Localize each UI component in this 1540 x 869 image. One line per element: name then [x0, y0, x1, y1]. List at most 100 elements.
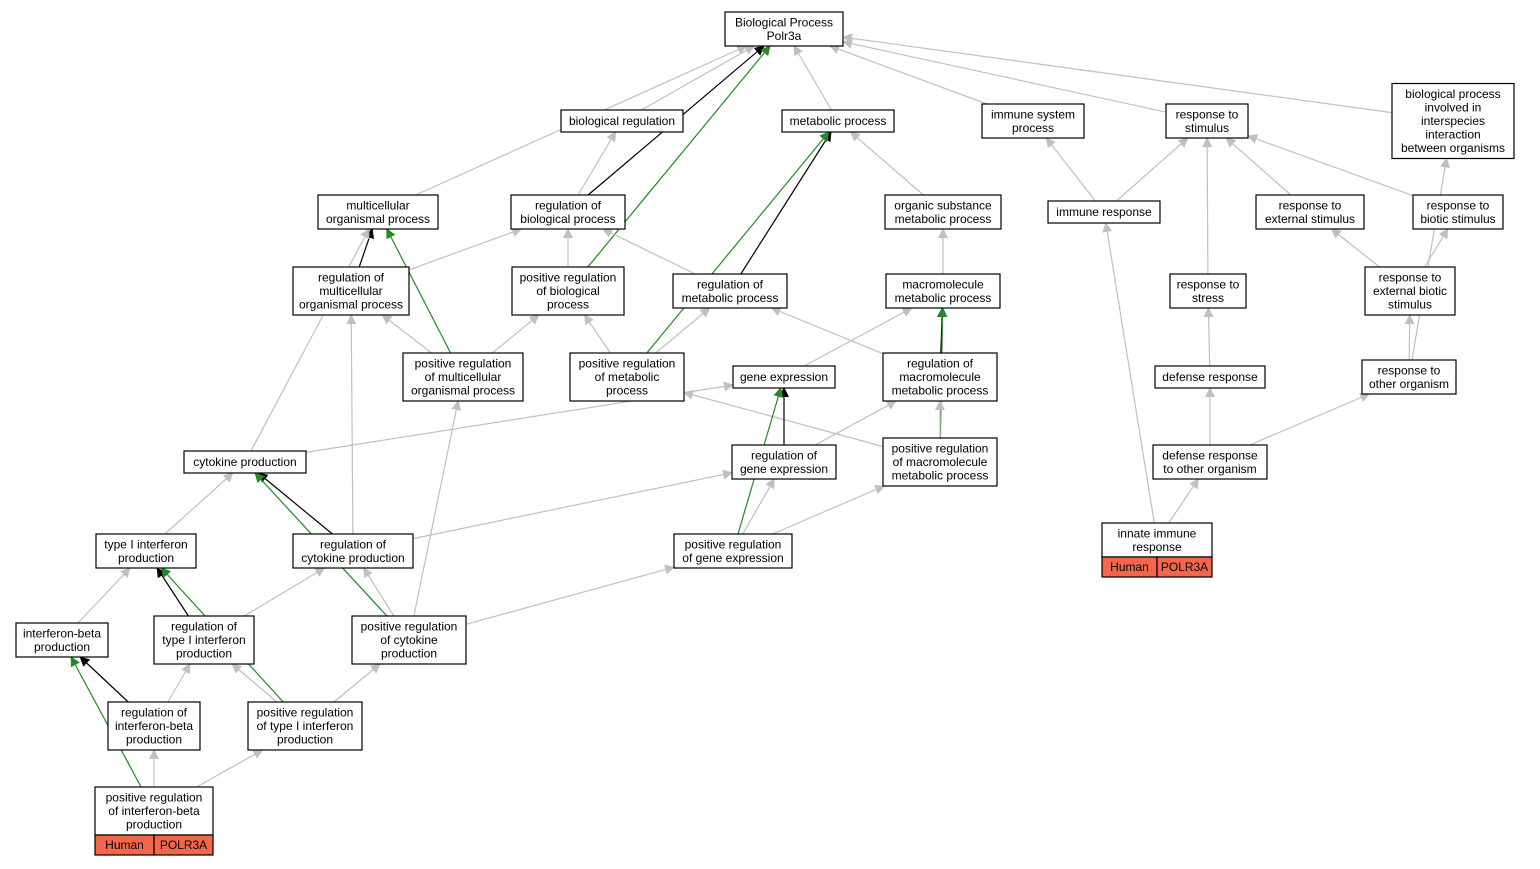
term-label-line: biological regulation — [569, 114, 675, 128]
edge-layer — [70, 33, 1451, 788]
term-box — [1169, 273, 1247, 309]
term-label-line: multicellular — [319, 284, 382, 298]
edge-reg_multi-regulates-multicell — [358, 228, 375, 268]
term-label-line: of type I interferon — [257, 719, 354, 733]
edge-innate-is_a-def_other — [1168, 478, 1199, 524]
term-label-line: regulation of — [907, 357, 974, 371]
edge-pos_reg_cyto-is_a-reg_cyto — [363, 567, 395, 617]
term-node-imm_resp[interactable]: immune response — [1047, 200, 1161, 224]
annotation-tag-pos_reg_ifnb-1: POLR3A — [153, 834, 214, 856]
term-label-line: positive regulation — [415, 357, 512, 371]
edge-pos_reg_ifnb-positively_regulates-ifnb — [70, 656, 142, 788]
edge-imm_resp-is_a-immsys — [1045, 137, 1096, 202]
term-label-line: cytokine production — [193, 455, 296, 469]
edge-pos_reg_multi-is_a-pos_reg_bio — [491, 314, 540, 354]
term-box — [107, 701, 201, 751]
term-label-line: metabolic process — [682, 291, 779, 305]
term-label-line: organic substance — [894, 198, 992, 212]
edge-reg_ifnb-regulates-ifnb — [79, 656, 129, 703]
term-box — [884, 194, 1002, 230]
edge-reg_multi-is_a-reg_bio — [408, 227, 523, 271]
edge-reg_met-regulates-metab — [740, 131, 832, 275]
term-box — [292, 533, 414, 569]
term-label-line: immune response — [1056, 205, 1152, 219]
term-label-line: innate immune — [1118, 526, 1197, 540]
term-label-line: process — [547, 298, 589, 312]
term-box — [781, 109, 895, 133]
edge-cytokine-is_a-multicell — [250, 228, 370, 452]
term-box — [885, 273, 1001, 309]
term-label-line: positive regulation — [685, 537, 782, 551]
term-box — [732, 365, 836, 389]
term-label-line: between organisms — [1401, 141, 1505, 155]
edge-pos_reg_gene-is_a-pos_reg_macro — [772, 484, 886, 535]
edge-resp_ext_bio-is_a-resp_bio — [1424, 228, 1449, 268]
edge-reg_macro-is_a-reg_met — [770, 306, 884, 355]
annotation-tag-pos_reg_ifnb-0: Human — [94, 834, 155, 856]
term-label-line: other organism — [1369, 377, 1449, 391]
edge-resp_stim-is_a-root — [842, 38, 1167, 113]
annotation-tag-label: Human — [1110, 560, 1149, 574]
term-box — [1364, 266, 1456, 316]
term-label-line: organismal process — [299, 298, 403, 312]
term-label-line: interferon-beta — [115, 719, 193, 733]
term-label-line: external stimulus — [1265, 212, 1355, 226]
term-label-line: positive regulation — [257, 706, 354, 720]
edge-gene_exp-is_a-macro — [804, 307, 913, 367]
term-label-line: organismal process — [411, 384, 515, 398]
term-label-line: regulation of — [535, 198, 602, 212]
term-node-gene_exp[interactable]: gene expression — [732, 365, 836, 389]
term-box — [317, 194, 439, 230]
edge-resp_other-is_a-interspecies — [1411, 157, 1451, 361]
term-label-line: of biological — [536, 284, 599, 298]
term-box — [1101, 522, 1213, 558]
term-label-line: production — [126, 818, 182, 832]
term-label-line: interferon-beta — [23, 626, 101, 640]
term-node-defense[interactable]: defense response — [1154, 365, 1266, 389]
term-label-line: response to — [1379, 271, 1442, 285]
edge-reg_type1-is_a-reg_cyto — [243, 567, 326, 617]
edge-resp_other-is_a-resp_ext_bio — [1404, 314, 1415, 361]
term-box — [510, 194, 626, 230]
term-node-metab[interactable]: metabolic process — [781, 109, 895, 133]
edge-pos_reg_cyto-is_a-pos_reg_gene — [465, 564, 675, 625]
term-node-bioreg[interactable]: biological regulation — [560, 109, 684, 133]
term-box — [673, 533, 793, 569]
term-node-cytokine[interactable]: cytokine production — [183, 450, 307, 474]
edge-pos_reg_met-is_a-pos_reg_bio — [583, 314, 611, 354]
edge-immsys-is_a-root — [829, 44, 988, 105]
